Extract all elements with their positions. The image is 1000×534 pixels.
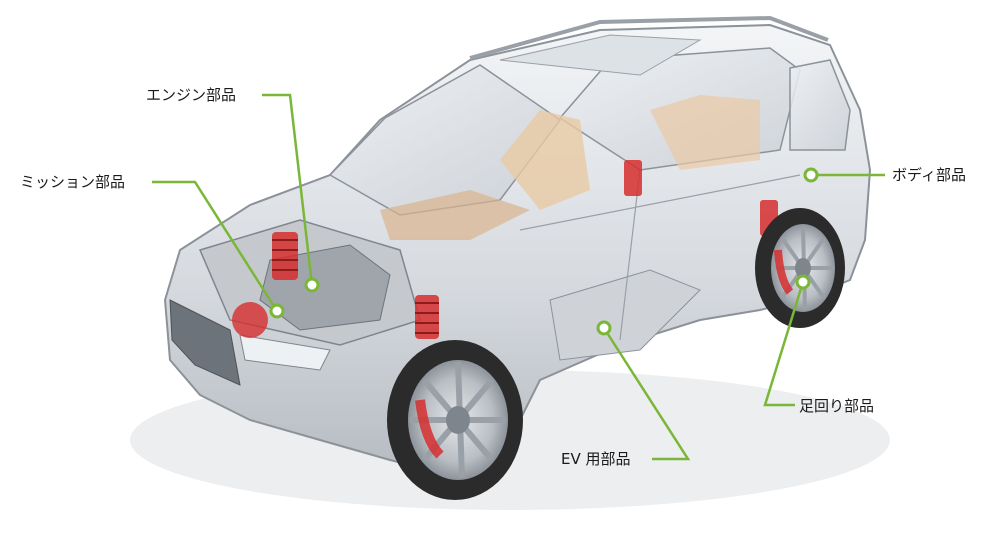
interior-rear-seats [650, 95, 760, 170]
label-mission-parts: ミッション部品 [20, 173, 126, 191]
leader-ev [602, 327, 691, 461]
front-grille [169, 299, 241, 386]
headlight [239, 334, 331, 371]
ev-battery-floor [549, 269, 701, 361]
dot-engine [304, 277, 320, 293]
rear-wheel [755, 208, 845, 328]
callout-dots [269, 167, 819, 336]
dot-body [803, 167, 819, 183]
dashboard [380, 190, 530, 240]
front-right-spring [415, 295, 439, 339]
front-wheel [387, 340, 523, 500]
leader-engine [262, 93, 314, 286]
label-suspension-parts: 足回り部品 [799, 397, 875, 415]
dot-mission [269, 303, 285, 319]
callouts [152, 93, 885, 461]
leader-mission [152, 180, 279, 312]
dot-ev [596, 320, 612, 336]
label-ev-parts: EV 用部品 [561, 450, 631, 468]
rear-window [789, 59, 851, 151]
dot-suspension [795, 274, 811, 290]
front-left-spring [272, 232, 298, 280]
sunroof [499, 34, 702, 76]
interior-seats [500, 110, 590, 210]
label-body-parts: ボディ部品 [892, 166, 966, 184]
leader-suspension [763, 281, 805, 407]
door-line [519, 169, 801, 341]
roof-rail [469, 15, 829, 60]
transmission-part [232, 302, 268, 338]
label-engine-parts: エンジン部品 [146, 86, 237, 104]
car-illustration [163, 15, 872, 500]
